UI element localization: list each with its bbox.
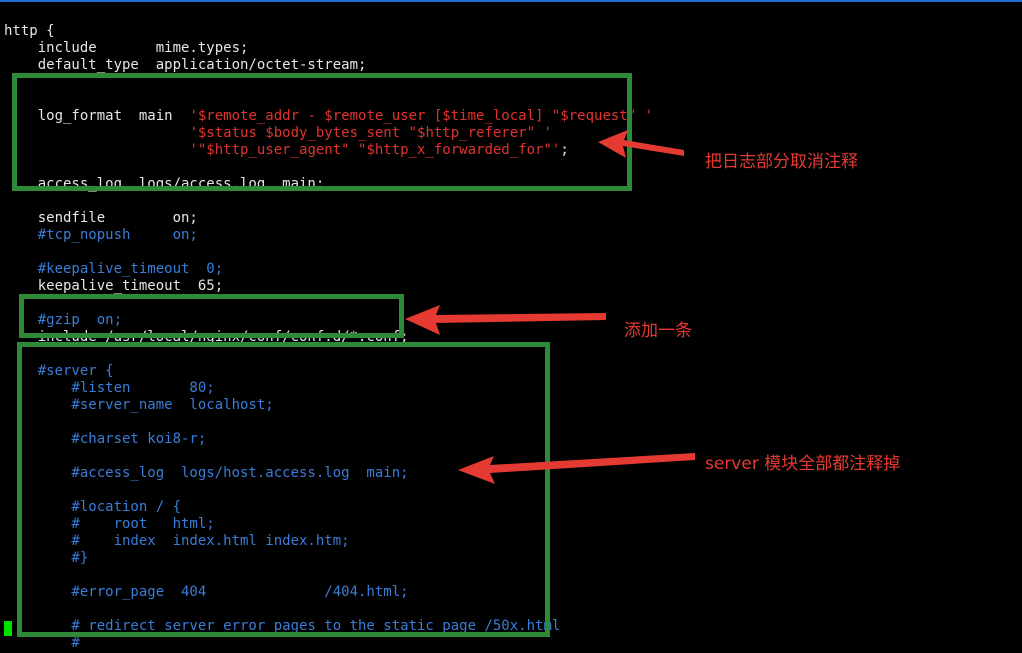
code-token: #error_page 404 /404.html; — [4, 584, 409, 600]
code-token: #listen 80; — [4, 380, 215, 396]
window-top-border — [0, 0, 1022, 2]
code-token: sendfile on; — [4, 210, 198, 226]
code-token: #keepalive_timeout 0; — [4, 261, 224, 277]
terminal-line: #charset koi8-r; — [4, 431, 206, 448]
code-token: #tcp_nopush on; — [4, 227, 198, 243]
code-token: default_type application/octet-stream; — [4, 57, 367, 73]
comment-server-annotation: server 模块全部都注释掉 — [705, 454, 901, 474]
terminal-line: #} — [4, 550, 88, 567]
code-token: #access_log logs/host.access.log main; — [4, 465, 409, 481]
terminal-line: #access_log logs/host.access.log main; — [4, 465, 409, 482]
terminal-line: log_format main '$remote_addr - $remote_… — [4, 108, 653, 125]
code-token: http { — [4, 23, 55, 39]
terminal-line: # index index.html index.htm; — [4, 533, 350, 550]
terminal-line: # — [4, 635, 80, 652]
code-token: '$status $body_bytes_sent "$http_referer… — [189, 125, 552, 141]
code-token: #charset koi8-r; — [4, 431, 207, 447]
terminal-line: default_type application/octet-stream; — [4, 57, 367, 74]
terminal-line: #tcp_nopush on; — [4, 227, 198, 244]
terminal-line: #gzip on; — [4, 312, 122, 329]
terminal-line: #server { — [4, 363, 114, 380]
code-token: #} — [4, 550, 89, 566]
code-token: #gzip on; — [4, 312, 123, 328]
code-token: # — [4, 635, 80, 651]
add-include-annotation: 添加一条 — [624, 321, 692, 341]
server-block-highlight-box — [17, 342, 550, 637]
terminal-line: #keepalive_timeout 0; — [4, 261, 223, 278]
terminal-line: # redirect server error pages to the sta… — [4, 618, 560, 635]
code-token: # index index.html index.htm; — [4, 533, 350, 549]
terminal-line: http { — [4, 23, 55, 40]
terminal-line: keepalive_timeout 65; — [4, 278, 223, 295]
terminal-line: # root html; — [4, 516, 215, 533]
code-token: # root html; — [4, 516, 215, 532]
terminal-line: '$status $body_bytes_sent "$http_referer… — [4, 125, 552, 142]
terminal-line: include mime.types; — [4, 40, 249, 57]
terminal-line: '"$http_user_agent" "$http_x_forwarded_f… — [4, 142, 569, 159]
terminal-line: #server_name localhost; — [4, 397, 274, 414]
code-token: keepalive_timeout 65; — [4, 278, 224, 294]
terminal-line: #listen 80; — [4, 380, 215, 397]
code-token: '$remote_addr - $remote_user [$time_loca… — [189, 108, 654, 124]
code-token: include mime.types; — [4, 40, 249, 56]
log-uncomment-annotation: 把日志部分取消注释 — [705, 152, 858, 172]
terminal-cursor — [4, 621, 12, 636]
code-token: ; — [560, 142, 569, 158]
code-token: # redirect server error pages to the sta… — [4, 618, 561, 634]
code-token: #server_name localhost; — [4, 397, 274, 413]
terminal-line: sendfile on; — [4, 210, 198, 227]
code-token: log_format main — [4, 108, 190, 124]
code-token: '"$http_user_agent" "$http_x_forwarded_f… — [189, 142, 561, 158]
code-token: #location / { — [4, 499, 182, 515]
terminal-line: #location / { — [4, 499, 181, 516]
terminal-line: #error_page 404 /404.html; — [4, 584, 409, 601]
code-token: #server { — [4, 363, 114, 379]
log-format-highlight-box — [12, 73, 632, 191]
include-highlight-box — [19, 294, 404, 338]
